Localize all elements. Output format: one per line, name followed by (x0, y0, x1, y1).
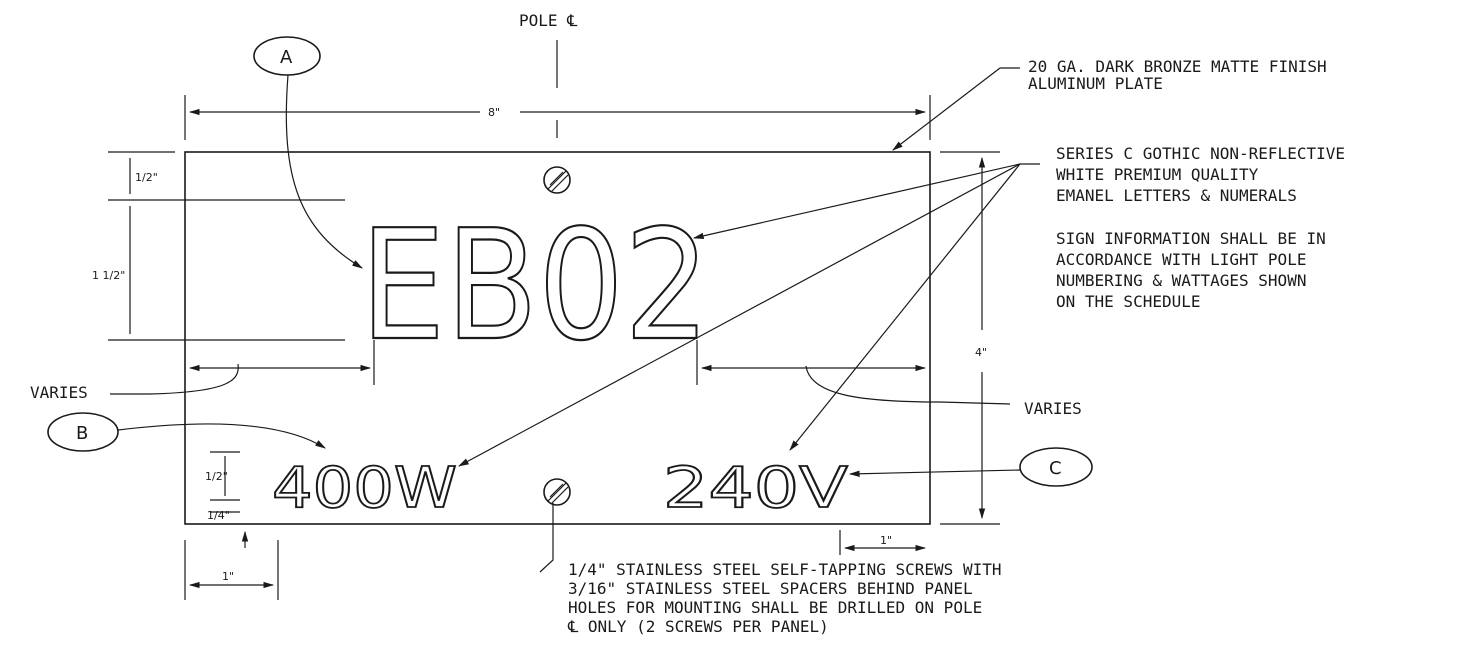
svg-text:A: A (280, 47, 293, 68)
top-margin-dimension: 1/2" (135, 171, 158, 184)
pole-centerline-label: POLE ℄ (519, 11, 578, 30)
screws-note-leader (539, 503, 554, 573)
bottom-mounting-screw (543, 478, 571, 506)
material-note-line-1: 20 GA. DARK BRONZE MATTE FINISH (1028, 57, 1327, 76)
callout-b: B (47, 412, 119, 452)
width-dimension-text: 8" (488, 106, 500, 119)
letters-note-line-2: WHITE PREMIUM QUALITY (1056, 165, 1259, 184)
top-mounting-screw (543, 166, 571, 194)
main-height-dimension: 1 1/2" (92, 269, 125, 282)
right-offset-dimension: 1" (880, 534, 892, 547)
left-offset-dimension: 1" (222, 570, 234, 583)
letters-note-line-1: SERIES C GOTHIC NON-REFLECTIVE (1056, 144, 1345, 163)
varies-right-leader (805, 365, 1011, 405)
material-note-line-2: ALUMINUM PLATE (1028, 74, 1163, 93)
varies-right-label: VARIES (1024, 399, 1082, 418)
svg-text:B: B (76, 423, 88, 444)
info-note-line-1: SIGN INFORMATION SHALL BE IN (1056, 229, 1326, 248)
letters-note-line-3: EMANEL LETTERS & NUMERALS (1056, 186, 1297, 205)
plate-main-legend: EB02 (360, 197, 710, 374)
svg-text:C: C (1049, 458, 1062, 479)
screws-note-line-1: 1/4" STAINLESS STEEL SELF-TAPPING SCREWS… (568, 560, 1001, 579)
info-note-line-2: ACCORDANCE WITH LIGHT POLE (1056, 250, 1306, 269)
bottom-margin-dimension: 1/4" (207, 509, 230, 522)
plate-voltage-legend: 240V (663, 456, 848, 521)
screws-note-line-3: HOLES FOR MOUNTING SHALL BE DRILLED ON P… (568, 598, 982, 617)
height-dimension-text: 4" (975, 346, 987, 359)
screws-note-line-4: ℄ ONLY (2 SCREWS PER PANEL) (567, 617, 829, 636)
screws-note-line-2: 3/16" STAINLESS STEEL SPACERS BEHIND PAN… (568, 579, 973, 598)
info-note-line-4: ON THE SCHEDULE (1056, 292, 1201, 311)
callout-c: C (1019, 447, 1093, 487)
aluminum-plate-outline (184, 151, 931, 525)
varies-left-label: VARIES (30, 383, 88, 402)
plate-wattage-legend: 400W (272, 456, 457, 521)
varies-left-leader (110, 363, 239, 395)
small-text-height-dimension: 1/2" (205, 470, 228, 483)
info-note-line-3: NUMBERING & WATTAGES SHOWN (1056, 271, 1306, 290)
callout-a: A (253, 36, 321, 76)
